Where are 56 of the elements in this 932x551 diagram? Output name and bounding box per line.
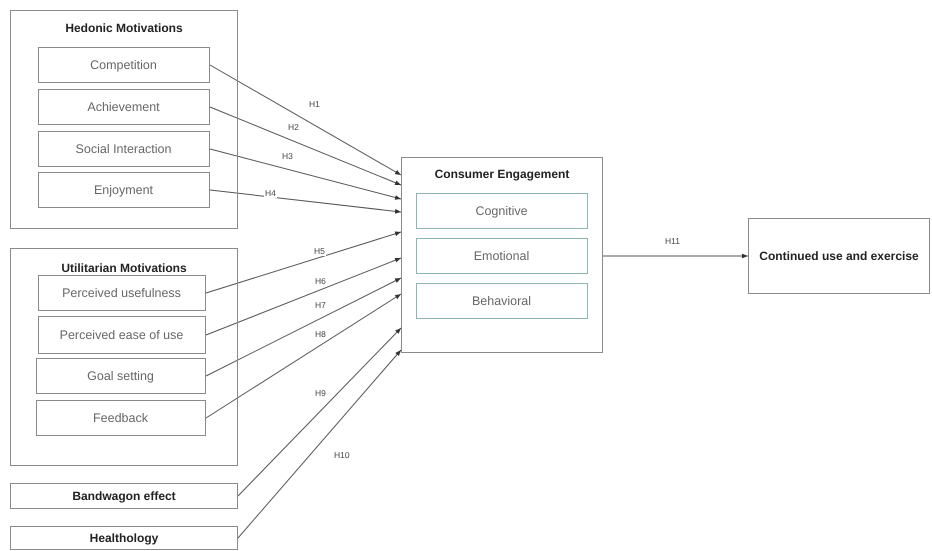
group-heading: Hedonic Motivations (64, 21, 184, 35)
arrow (206, 294, 402, 418)
edge-label: H11 (664, 236, 681, 246)
arrow (238, 350, 402, 538)
group-heading: Consumer Engagement (434, 167, 570, 181)
construct-box (38, 274, 206, 310)
construct-box (10, 526, 238, 550)
edge-label: H2 (287, 122, 300, 132)
construct-box (36, 400, 206, 436)
construct-box (10, 483, 238, 509)
construct-label: Competition (90, 58, 157, 72)
arrow (210, 106, 402, 186)
construct-label: Bandwagon effect (72, 489, 176, 503)
arrow (210, 148, 402, 200)
construct-label: Behavioral (472, 294, 532, 308)
edge-label: H4 (264, 188, 277, 198)
arrow (210, 64, 402, 176)
construct-label: Achievement (87, 100, 160, 114)
dimension-box (416, 192, 588, 228)
arrow (602, 254, 748, 258)
dimension-box (416, 282, 588, 318)
edge-label: H6 (314, 276, 327, 286)
group-box (10, 10, 238, 229)
construct-box (38, 88, 210, 124)
construct-label: Social Interaction (76, 142, 172, 156)
construct-label: Goal setting (87, 368, 154, 382)
arrow (210, 190, 402, 214)
construct-label: Perceived usefulness (62, 286, 181, 300)
construct-label: Perceived ease of use (60, 328, 184, 342)
construct-label: Emotional (474, 248, 530, 262)
edge-label: H5 (313, 246, 326, 256)
arrow (206, 258, 402, 336)
edge-label: H9 (314, 388, 327, 398)
edge-label: H8 (314, 329, 327, 339)
construct-label: Feedback (93, 410, 148, 424)
construct-box (38, 172, 210, 208)
edge-label: H1 (308, 99, 321, 109)
dimension-box (416, 238, 588, 274)
edge-label: H10 (333, 450, 351, 460)
construct-label: Enjoyment (94, 182, 154, 196)
edge-label: H3 (281, 151, 294, 161)
construct-box (36, 358, 206, 394)
construct-box (38, 316, 206, 354)
arrow (206, 232, 402, 294)
construct-label: Cognitive (475, 204, 528, 218)
group-box (401, 157, 603, 353)
edge-label: H7 (314, 300, 327, 310)
construct-label: Healthology (90, 531, 158, 545)
group-box (10, 248, 238, 466)
group-heading: Utilitarian Motivations (60, 261, 188, 275)
arrow (238, 328, 402, 496)
construct-label: Continued use and exercise (759, 249, 919, 263)
construct-box (38, 46, 210, 82)
arrow (206, 278, 402, 376)
construct-box (748, 218, 930, 294)
construct-box (38, 130, 210, 166)
